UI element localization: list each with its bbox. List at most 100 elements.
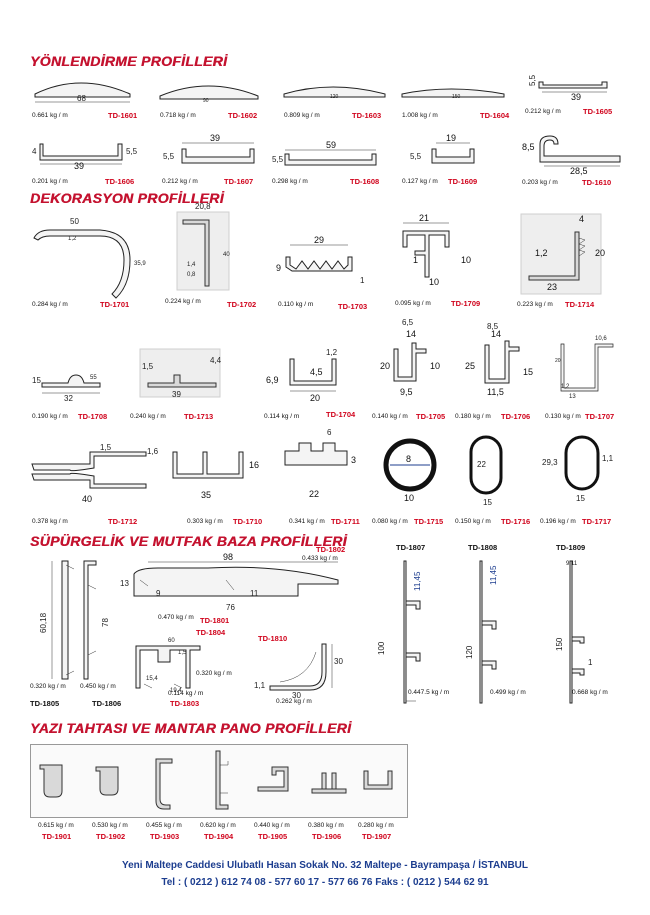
dim-label: 1,4 — [187, 262, 196, 268]
dim-label: 10 — [461, 255, 471, 265]
product-td1905: 0.440 kg / m TD-1905 — [248, 745, 302, 845]
profile-drawing — [95, 766, 119, 796]
product-td1710: 1,6 16 35 0.303 kg / m TD-1710 — [145, 440, 265, 530]
dim-label: 90 — [203, 98, 209, 104]
dim-label: 22 — [477, 460, 486, 469]
profile-drawing — [257, 766, 289, 792]
dim-label: 20 — [555, 358, 561, 364]
profile-drawing — [363, 770, 393, 790]
product-td1907: 0.280 kg / m TD-1907 — [352, 745, 406, 845]
product-td1702: 20,8 40 1,4 0,8 0.224 kg / m TD-1702 — [165, 200, 265, 312]
footer-address: Yeni Maltepe Caddesi Ulubatlı Hasan Soka… — [121, 860, 529, 871]
profile-drawing: 19 5,5 — [410, 133, 475, 164]
weight-label: 0.615 kg / m — [38, 822, 74, 829]
dim-label: 6 — [327, 428, 332, 437]
product-td1605: 39 5,5 0.212 kg / m TD-1605 — [525, 70, 637, 125]
dim-label: 1 — [413, 255, 418, 265]
dim-label: 150 — [452, 94, 461, 100]
dim-label: 20,8 — [195, 202, 211, 211]
profile-drawing: 1,5 39 4,4 — [139, 348, 222, 399]
footer-phone: Tel : ( 0212 ) 612 74 08 - 577 60 17 - 5… — [161, 877, 489, 888]
dim-label: 22 — [309, 489, 319, 499]
product-code: TD-1805 — [30, 699, 60, 708]
dim-label: 13 — [120, 579, 129, 588]
dim-label: 1,2 — [561, 384, 570, 390]
product-code: TD-1716 — [501, 517, 531, 526]
product-td1602: 90 0.718 kg / m TD-1602 — [158, 70, 273, 125]
weight-label: 0.140 kg / m — [372, 413, 408, 420]
product-td1711: 6 3 22 0.341 kg / m TD-1711 — [275, 425, 375, 530]
profile-drawing: 28,5 8,5 — [522, 135, 621, 176]
profile-drawing: 10,6 20 1,2 13 — [555, 336, 614, 400]
dim-label: 9,11 — [566, 561, 578, 567]
weight-label: 0.530 kg / m — [92, 822, 128, 829]
dim-label: 1,1 — [602, 454, 614, 463]
weight-label: 0.380 kg / m — [308, 822, 344, 829]
product-td1904: 0.620 kg / m TD-1904 — [194, 745, 248, 845]
product-code: TD-1609 — [448, 177, 478, 186]
profile-drawing: 6,5 14 20 10 9,5 — [380, 318, 440, 397]
product-code: TD-1702 — [227, 300, 257, 309]
profile-drawing — [39, 764, 63, 798]
dim-label: 100 — [377, 641, 386, 655]
dim-label: 8,5 — [487, 322, 499, 331]
profile-drawing: 1,5 40 — [31, 443, 147, 504]
dim-label: 39 — [210, 133, 220, 143]
product-td1703: 29 9 1 0.110 kg / m TD-1703 — [276, 225, 378, 313]
dim-label: 29 — [314, 235, 324, 245]
dim-label: 8,5 — [522, 142, 535, 152]
weight-label: 0.190 kg / m — [32, 413, 68, 420]
profile-drawing — [155, 758, 173, 810]
dim-label: 11 — [250, 589, 259, 598]
dim-label: 9,5 — [400, 387, 413, 397]
profile-drawing: 1,6 16 35 — [147, 447, 259, 500]
product-td1705: 6,5 14 20 10 9,5 0.140 kg / m TD-1705 — [372, 315, 467, 425]
dim-label: 120 — [465, 645, 474, 659]
dim-label: 16 — [249, 460, 259, 470]
dim-label: 1 — [588, 658, 593, 667]
dim-label: 29,3 — [542, 458, 558, 467]
product-code: TD-1717 — [582, 517, 612, 526]
product-td1603: 120 0.809 kg / m TD-1603 — [282, 70, 397, 125]
product-code: TD-1704 — [326, 410, 356, 419]
weight-label: 0.224 kg / m — [165, 298, 201, 305]
weight-label: 0.447.5 kg / m — [408, 689, 450, 696]
weight-label: 0.284 kg / m — [32, 301, 68, 308]
dim-label: 5,5 — [528, 74, 537, 86]
section-title-dekorasyon: DEKORASYON PROFİLLERİ — [30, 190, 224, 206]
product-td1704: 6,9 1,2 4,5 20 0.114 kg / m TD-1704 — [262, 345, 372, 423]
dim-label: 3 — [351, 455, 356, 465]
product-code: TD-1714 — [565, 300, 595, 309]
product-code: TD-1604 — [480, 111, 510, 120]
product-td1706: 8,5 14 25 15 11,5 0.180 kg / m TD-1706 — [455, 315, 550, 425]
dim-label: 10 — [429, 277, 439, 287]
weight-label: 0.809 kg / m — [284, 112, 320, 119]
dim-label: 15 — [32, 376, 41, 385]
dim-label: 39 — [571, 92, 581, 102]
product-td1714: 4 1,2 20 23 0.223 kg / m TD-1714 — [515, 210, 640, 315]
product-code: TD-1906 — [312, 832, 342, 841]
product-code: TD-1602 — [228, 111, 258, 120]
product-code: TD-1713 — [184, 412, 214, 421]
product-td1801: 98 13 9 11 76 0.470 kg / m TD-1801 — [118, 550, 353, 630]
dim-label: 0,8 — [187, 272, 196, 278]
product-code: TD-1810 — [258, 634, 288, 643]
dim-label: 6,9 — [266, 375, 279, 385]
weight-label: 0.470 kg / m — [158, 614, 194, 621]
dim-label: 1,5 — [178, 650, 187, 656]
section-title-supurgelik: SÜPÜRGELİK VE MUTFAK BAZA PROFİLLERİ — [30, 533, 347, 549]
weight-label: 0.320 kg / m — [30, 683, 66, 690]
product-td1707: 10,6 20 1,2 13 0.130 kg / m TD-1707 — [545, 330, 645, 425]
weight-label: 0.433 kg / m — [302, 555, 338, 562]
weight-label: 0.203 kg / m — [522, 179, 558, 186]
product-code: TD-1806 — [92, 699, 122, 708]
dim-label: 5,5 — [126, 147, 138, 156]
dim-label: 6,5 — [402, 318, 414, 327]
product-code: TD-1607 — [224, 177, 254, 186]
product-td1805: 60,18 0.320 kg / m TD-1805 — [28, 555, 83, 715]
dim-label: 28,5 — [570, 166, 588, 176]
profile-drawing: 8 10 — [383, 438, 437, 503]
dim-label: 15 — [483, 498, 492, 507]
dim-label: 20 — [380, 361, 390, 371]
product-code: TD-1901 — [42, 832, 72, 841]
